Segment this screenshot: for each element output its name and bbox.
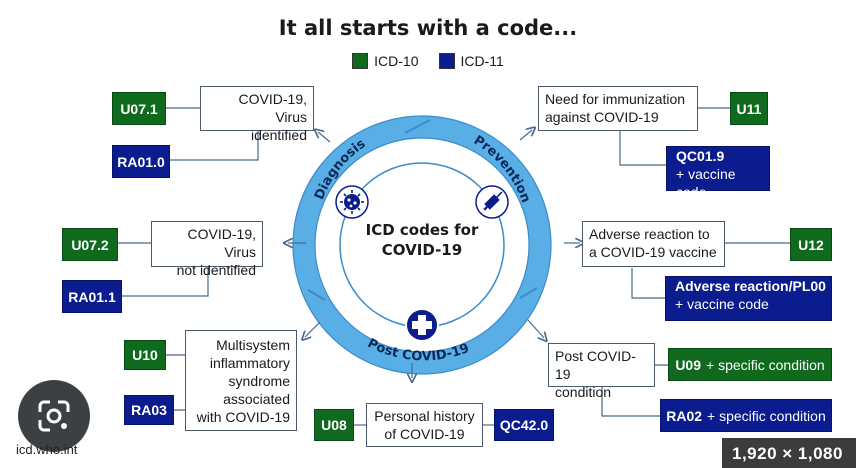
code-u12: U12 [790, 228, 832, 261]
legend-swatch-icd10 [352, 53, 369, 69]
label-mis: Multisystem inflammatory syndrome associ… [185, 330, 297, 431]
label-virus-not-identified: COVID-19, Virus not identified [151, 221, 263, 278]
code-qc01-9-sub: + vaccine code [676, 166, 736, 200]
legend: ICD-10 ICD-11 [0, 53, 856, 69]
label-adverse-reaction-line1: Adverse reaction to [589, 226, 710, 242]
legend-item-icd11: ICD-11 [438, 53, 504, 69]
virus-icon [335, 185, 369, 219]
code-ra01-1: RA01.1 [62, 280, 122, 313]
code-u07-1: U07.1 [112, 92, 166, 125]
code-ra02-sub: + specific condition [707, 407, 826, 424]
label-personal-history: Personal history of COVID-19 [366, 403, 483, 447]
outer-ring-edge [292, 115, 552, 375]
medical-cross-icon [405, 308, 439, 342]
legend-swatch-icd11 [438, 53, 455, 69]
label-mis-line3: syndrome [228, 373, 290, 389]
outer-ring [293, 116, 551, 374]
center-title-line1: ICD codes for [365, 221, 479, 239]
inner-ring-edge [314, 137, 530, 353]
label-mis-line4: associated [223, 391, 290, 407]
label-mis-line2: inflammatory [209, 355, 290, 371]
label-mis-line1: Multisystem [216, 337, 290, 353]
code-qc01-9: QC01.9 + vaccine code [666, 146, 770, 200]
label-virus-not-identified-line1: COVID-19, Virus [187, 226, 256, 260]
center-title: ICD codes for COVID-19 [352, 220, 492, 260]
label-mis-line5: with COVID-19 [196, 409, 290, 425]
code-qc01-9-main: QC01.9 [676, 148, 725, 164]
code-u10: U10 [124, 340, 166, 370]
code-qc42-0: QC42.0 [494, 409, 554, 441]
code-ra03: RA03 [124, 395, 174, 425]
code-ra01-0: RA01.0 [112, 145, 170, 178]
image-size-badge: 1,920 × 1,080 [722, 438, 856, 468]
code-u08: U08 [314, 409, 354, 441]
code-adverse-reaction-pl00-main: Adverse reaction/PL00 [675, 278, 826, 294]
label-immunization-line2: against COVID-19 [545, 109, 659, 125]
label-adverse-reaction-line2: a COVID-19 vaccine [589, 244, 717, 260]
label-virus-not-identified-line2: not identified [176, 262, 256, 278]
code-adverse-reaction-pl00-sub: + vaccine code [675, 296, 769, 312]
label-post-condition-line2: condition [555, 384, 612, 400]
syringe-icon [475, 185, 509, 219]
label-post-condition: Post COVID-19 condition [548, 343, 655, 400]
code-u07-2: U07.2 [62, 228, 118, 261]
legend-item-icd10: ICD-10 [352, 53, 419, 69]
label-immunization: Need for immunization against COVID-19 [538, 86, 698, 131]
code-u09-main: U09 [675, 356, 701, 373]
google-lens-icon [38, 400, 70, 432]
ring-separator-left [307, 289, 326, 301]
google-lens-button[interactable] [18, 380, 90, 452]
label-personal-history-line2: of COVID-19 [384, 426, 465, 442]
code-adverse-reaction-pl00: Adverse reaction/PL00 + vaccine code [665, 276, 832, 321]
code-u09-sub: + specific condition [706, 356, 825, 373]
legend-label-icd10: ICD-10 [374, 53, 419, 69]
label-adverse-reaction: Adverse reaction to a COVID-19 vaccine [582, 221, 725, 267]
label-post-condition-line1: Post COVID-19 [555, 348, 636, 382]
legend-label-icd11: ICD-11 [460, 53, 504, 69]
code-ra02-main: RA02 [666, 407, 703, 424]
page-title: It all starts with a code... [278, 16, 578, 40]
label-virus-identified-line2: identified [250, 127, 307, 143]
code-ra02: RA02 + specific condition [660, 399, 832, 432]
ring-separator-right [519, 287, 538, 299]
source-domain[interactable]: icd.who.int [16, 442, 78, 457]
label-virus-identified-line1: COVID-19, Virus [238, 91, 307, 125]
label-personal-history-line1: Personal history [374, 408, 475, 424]
code-u09: U09 + specific condition [668, 348, 832, 381]
ring-separator-top [404, 119, 431, 134]
center-title-line2: COVID-19 [381, 241, 463, 259]
label-immunization-line1: Need for immunization [545, 91, 686, 107]
diagram-graphics: Diagnosis Prevention Post COVID-19 [118, 107, 790, 426]
label-virus-identified: COVID-19, Virus identified [200, 86, 314, 143]
code-u11: U11 [730, 92, 768, 125]
